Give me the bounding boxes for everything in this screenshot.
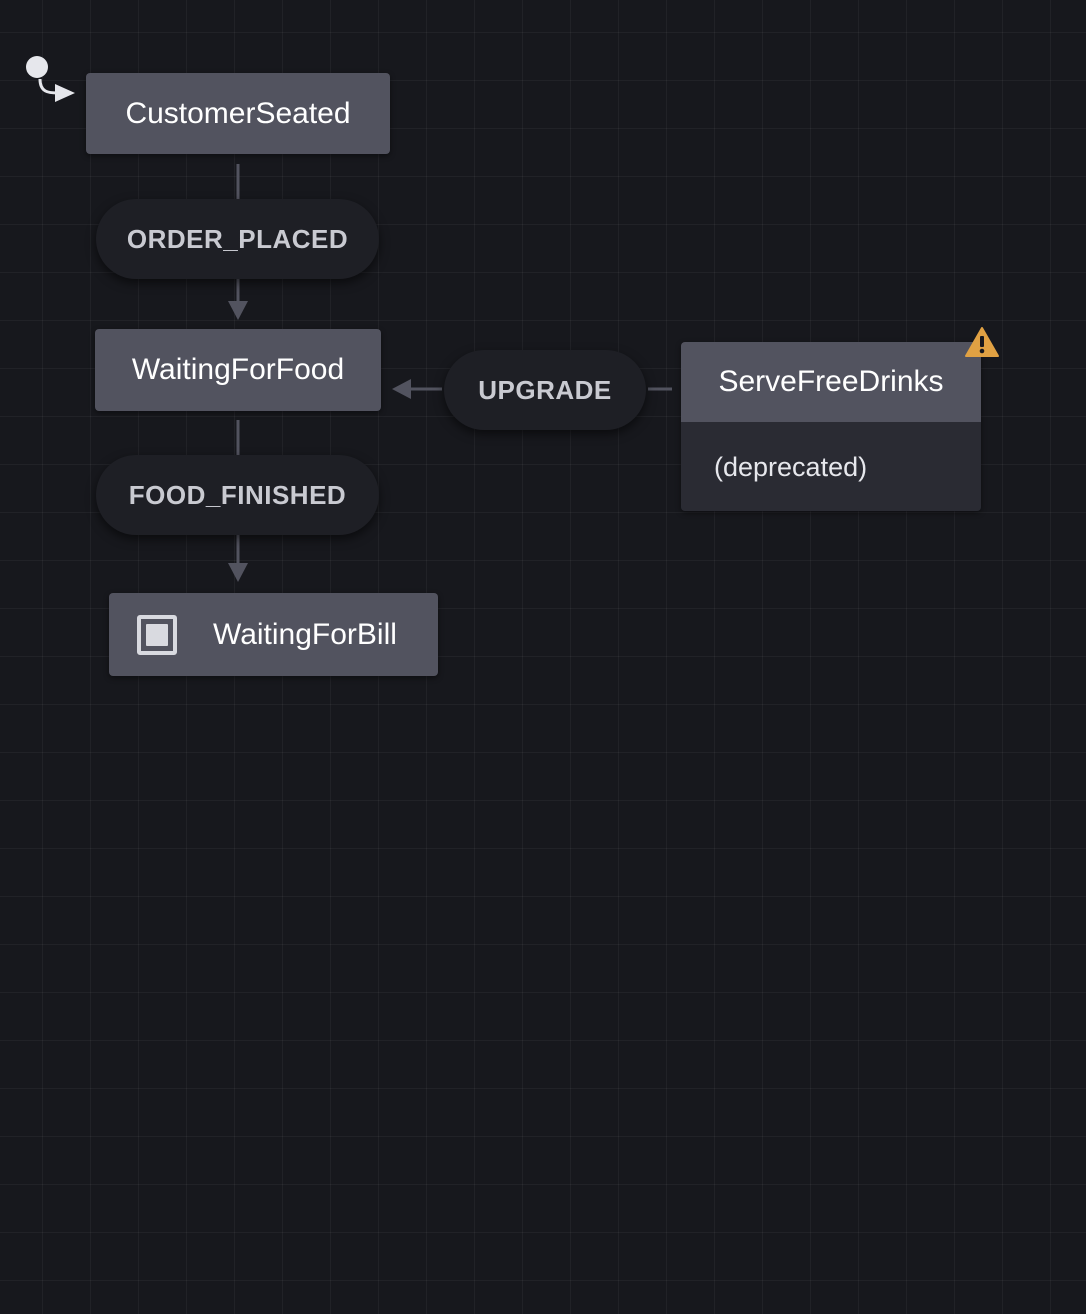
state-waitingforbill-label: WaitingForBill xyxy=(213,617,397,651)
state-servefreedrinks-header: ServeFreeDrinks xyxy=(681,342,981,423)
arrowhead-waitingforbill xyxy=(228,563,248,582)
state-customerseated-label: CustomerSeated xyxy=(125,96,351,130)
final-state-icon xyxy=(137,614,177,655)
state-servefreedrinks-note: (deprecated) xyxy=(714,451,868,482)
event-food-finished[interactable]: FOOD_FINISHED xyxy=(96,455,379,535)
event-order-placed-label: ORDER_PLACED xyxy=(126,223,349,254)
initial-state-icon xyxy=(26,56,75,102)
state-waitingforbill[interactable]: WaitingForBill xyxy=(109,593,438,676)
warning-icon[interactable] xyxy=(964,326,1000,358)
event-order-placed[interactable]: ORDER_PLACED xyxy=(96,199,379,279)
state-customerseated[interactable]: CustomerSeated xyxy=(86,73,390,154)
arrowhead-waitingforfood xyxy=(228,301,248,320)
event-upgrade[interactable]: UPGRADE xyxy=(444,350,646,430)
state-servefreedrinks-description: (deprecated) xyxy=(681,423,981,511)
state-waitingforfood[interactable]: WaitingForFood xyxy=(95,329,381,411)
arrowhead-upgrade xyxy=(392,379,411,399)
state-waitingforfood-label: WaitingForFood xyxy=(131,353,345,386)
event-food-finished-label: FOOD_FINISHED xyxy=(128,479,347,510)
state-servefreedrinks-label: ServeFreeDrinks xyxy=(718,365,944,398)
event-upgrade-label: UPGRADE xyxy=(478,374,612,405)
state-servefreedrinks[interactable]: ServeFreeDrinks (deprecated) xyxy=(681,342,981,511)
